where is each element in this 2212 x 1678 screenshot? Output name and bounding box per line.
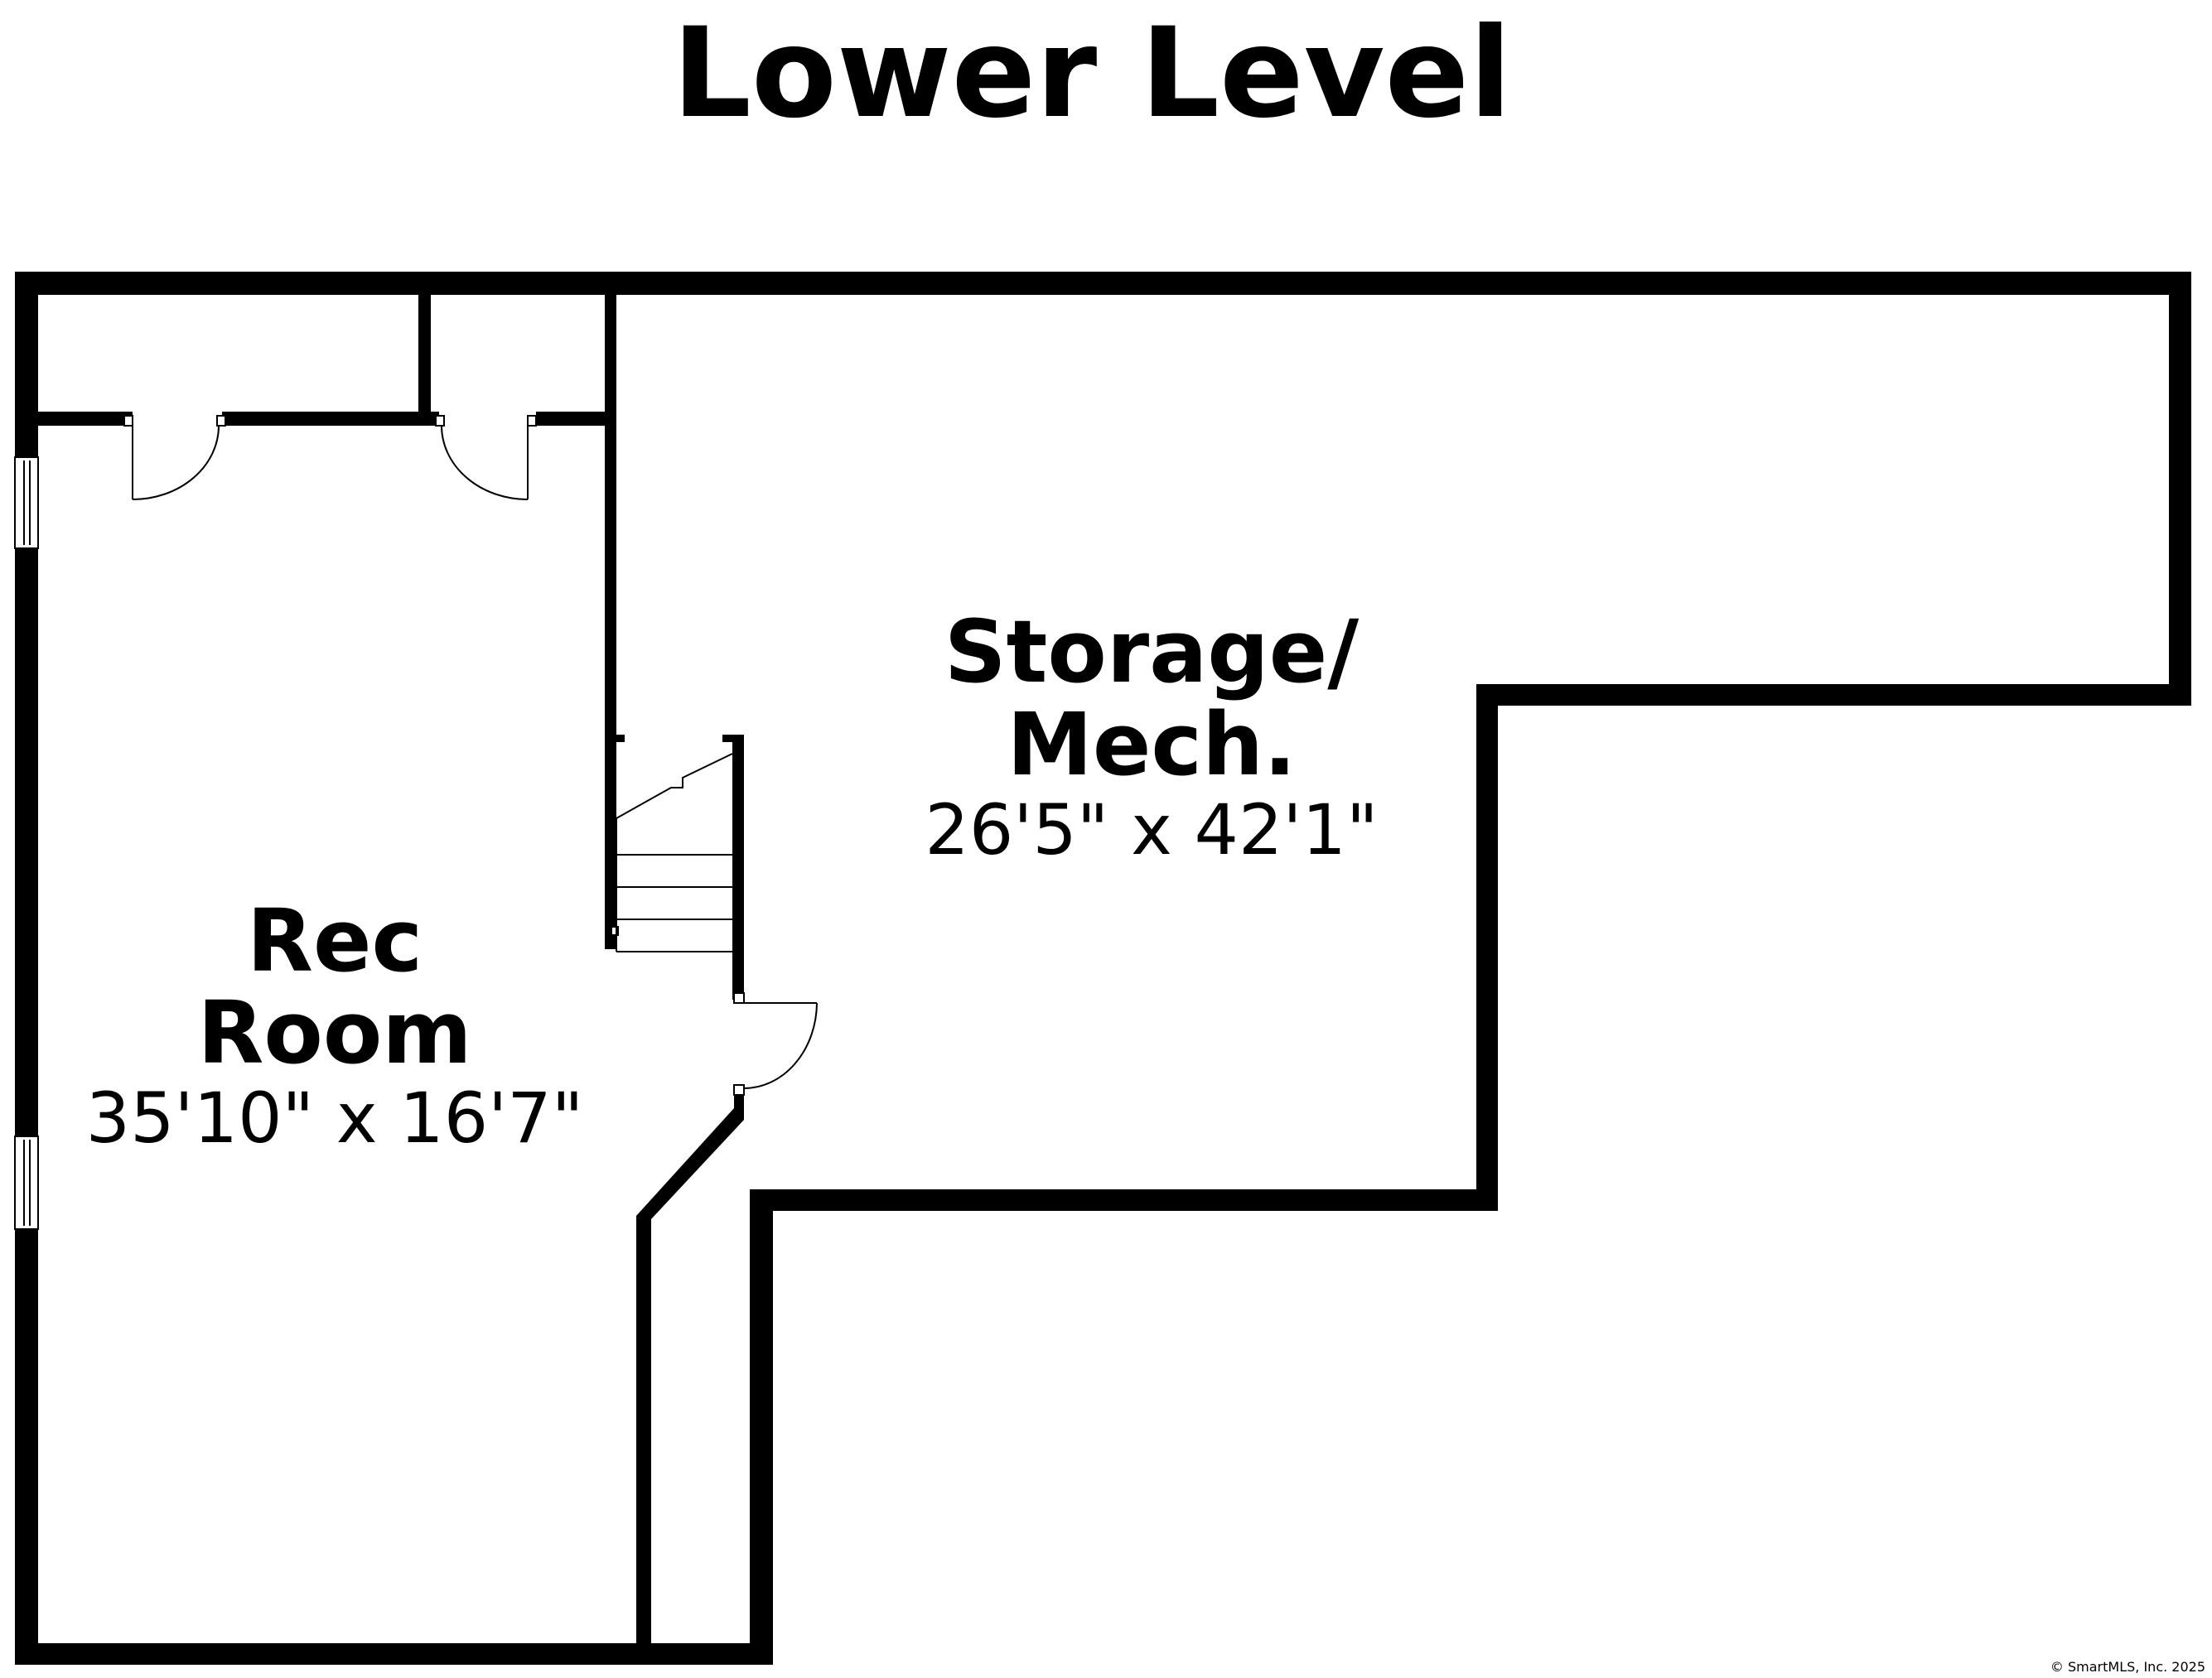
door-swing (132, 425, 220, 500)
plan-title: Lower Level (672, 2, 1511, 146)
room-dimensions-rec-room: 35'10" x 16'7" (86, 1078, 584, 1159)
closet-wall-left (38, 412, 133, 426)
room-dimensions-storage: 26'5" x 42'1" (925, 789, 1378, 870)
door-swing (441, 425, 529, 500)
partition-stub (605, 735, 625, 742)
closet-wall-middle (222, 412, 439, 426)
door-swing (743, 1002, 818, 1089)
room-name-rec-room: Rec (247, 890, 423, 991)
diagonal-wall (636, 1095, 744, 1643)
stair-wall-cap (722, 735, 744, 742)
copyright-text: © SmartMLS, Inc. 2025 (2050, 1659, 2205, 1675)
door-jamb (527, 415, 537, 427)
door-jamb (435, 415, 445, 427)
room-name-rec-room-line2: Room (197, 982, 471, 1083)
room-name-storage-line2: Mech. (1007, 694, 1296, 795)
door-jamb (216, 415, 226, 427)
door-jamb (733, 992, 745, 1004)
closet-divider (418, 295, 431, 426)
closet-wall-right (536, 412, 609, 426)
partition-wall (605, 295, 616, 949)
stairs (616, 753, 733, 952)
room-name-storage: Storage/ (944, 601, 1360, 702)
stair-wall (732, 735, 744, 1000)
door-jamb (733, 1084, 745, 1096)
window (14, 456, 39, 549)
window (14, 1136, 39, 1230)
door-jamb (123, 415, 133, 427)
stair-post (611, 926, 619, 936)
